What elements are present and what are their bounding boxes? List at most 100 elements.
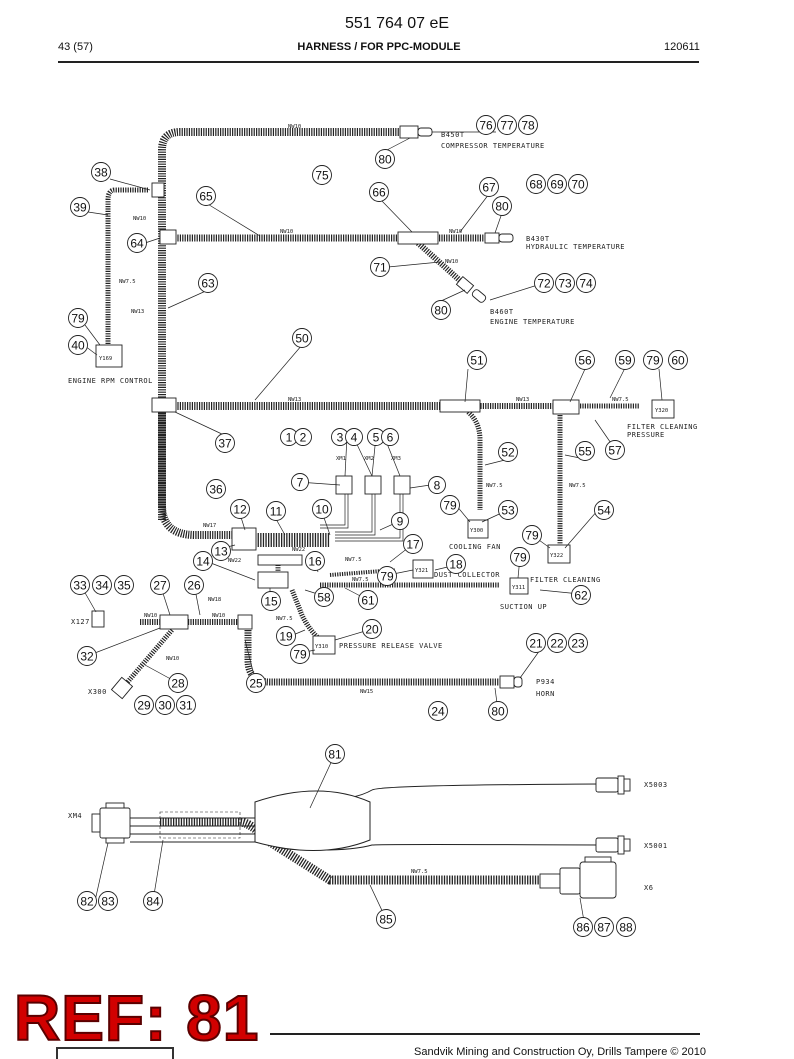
reference-bubble-37: 37 [215,433,235,453]
reference-bubble-60: 60 [668,350,688,370]
svg-text:80: 80 [378,153,392,167]
hose-label: NW7.5 [569,483,586,489]
svg-text:82: 82 [80,895,94,909]
label-b430t: B430T [526,235,550,243]
reference-bubble-79: 79 [510,547,530,567]
label-x5003: X5003 [644,781,668,789]
svg-text:59: 59 [618,354,632,368]
label-cooling-fan: COOLING FAN [449,543,501,551]
label-xm1: XM1 [336,456,346,462]
reference-bubble-80: 80 [488,701,508,721]
svg-text:55: 55 [578,445,592,459]
svg-text:86: 86 [576,921,590,935]
reference-bubble-74: 74 [576,273,596,293]
svg-text:52: 52 [501,446,515,460]
reference-bubble-71: 71 [370,257,390,277]
hose-label: NW10 [166,656,179,662]
reference-bubble-79: 79 [643,350,663,370]
svg-text:79: 79 [293,648,307,662]
svg-text:83: 83 [101,895,115,909]
reference-bubble-88: 88 [616,917,636,937]
reference-bubble-72: 72 [534,273,554,293]
svg-text:10: 10 [315,503,329,517]
reference-bubble-79: 79 [377,566,397,586]
svg-text:80: 80 [491,705,505,719]
label-x6: X6 [644,884,653,892]
reference-bubble-36: 36 [206,479,226,499]
hose-label: NW10 [445,259,458,265]
reference-bubble-54: 54 [594,500,614,520]
reference-bubble-14: 14 [193,551,213,571]
reference-bubble-8: 8 [428,476,446,494]
svg-text:34: 34 [95,579,109,593]
svg-text:20: 20 [365,623,379,637]
svg-text:57: 57 [608,444,622,458]
svg-text:71: 71 [373,261,387,275]
reference-bubble-23: 23 [568,633,588,653]
svg-text:58: 58 [317,591,331,605]
svg-text:8: 8 [434,479,441,493]
reference-bubble-61: 61 [358,590,378,610]
hose-label: NW13 [288,397,301,403]
hose-label: NW7.5 [276,616,293,622]
label-hydraulic-temperature: HYDRAULIC TEMPERATURE [526,243,625,251]
svg-text:50: 50 [295,332,309,346]
hose-label: NW13 [516,397,529,403]
label-y310: Y310 [315,644,328,650]
svg-text:79: 79 [513,551,527,565]
hose-label: NW10 [212,613,225,619]
svg-text:80: 80 [434,304,448,318]
reference-bubble-22: 22 [547,633,567,653]
label-suction-up: SUCTION UP [500,603,547,611]
svg-text:29: 29 [137,699,151,713]
svg-text:16: 16 [308,555,322,569]
reference-bubble-78: 78 [518,115,538,135]
reference-bubble-34: 34 [92,575,112,595]
reference-bubble-32: 32 [77,646,97,666]
label-x127: X127 [71,618,90,626]
reference-bubble-21: 21 [526,633,546,653]
reference-bubble-7: 7 [291,473,309,491]
component-labels: B450T COMPRESSOR TEMPERATURE B430T HYDRA… [68,131,697,892]
label-horn: HORN [536,690,555,698]
reference-bubble-24: 24 [428,701,448,721]
reference-bubble-66: 66 [369,182,389,202]
label-pressure-release-valve: PRESSURE RELEASE VALVE [339,642,443,650]
label-x300: X300 [88,688,107,696]
label-xm3: XM3 [391,456,401,462]
svg-text:75: 75 [315,169,329,183]
label-xm2: XM2 [364,456,374,462]
svg-text:1: 1 [286,431,293,445]
reference-bubble-65: 65 [196,186,216,206]
svg-text:64: 64 [130,237,144,251]
reference-bubble-53: 53 [498,500,518,520]
svg-text:74: 74 [579,277,593,291]
hose-group [105,128,640,687]
header-rule [58,61,699,63]
reference-bubble-35: 35 [114,575,134,595]
svg-text:22: 22 [550,637,564,651]
svg-text:36: 36 [209,483,223,497]
svg-text:84: 84 [146,895,160,909]
reference-bubble-80: 80 [375,149,395,169]
label-pressure: PRESSURE [627,431,665,439]
svg-text:6: 6 [387,431,394,445]
svg-text:73: 73 [558,277,572,291]
svg-text:9: 9 [397,515,404,529]
svg-text:37: 37 [218,437,232,451]
reference-bubble-15: 15 [261,591,281,611]
svg-text:51: 51 [470,354,484,368]
svg-text:12: 12 [233,503,247,517]
reference-bubble-51: 51 [467,350,487,370]
svg-text:66: 66 [372,186,386,200]
device-group [91,125,675,700]
svg-text:40: 40 [71,339,85,353]
hose-label: NW10 [449,229,462,235]
svg-text:32: 32 [80,650,94,664]
svg-text:19: 19 [279,630,293,644]
svg-text:78: 78 [521,119,535,133]
reference-bubble-29: 29 [134,695,154,715]
label-y300: Y300 [470,528,483,534]
